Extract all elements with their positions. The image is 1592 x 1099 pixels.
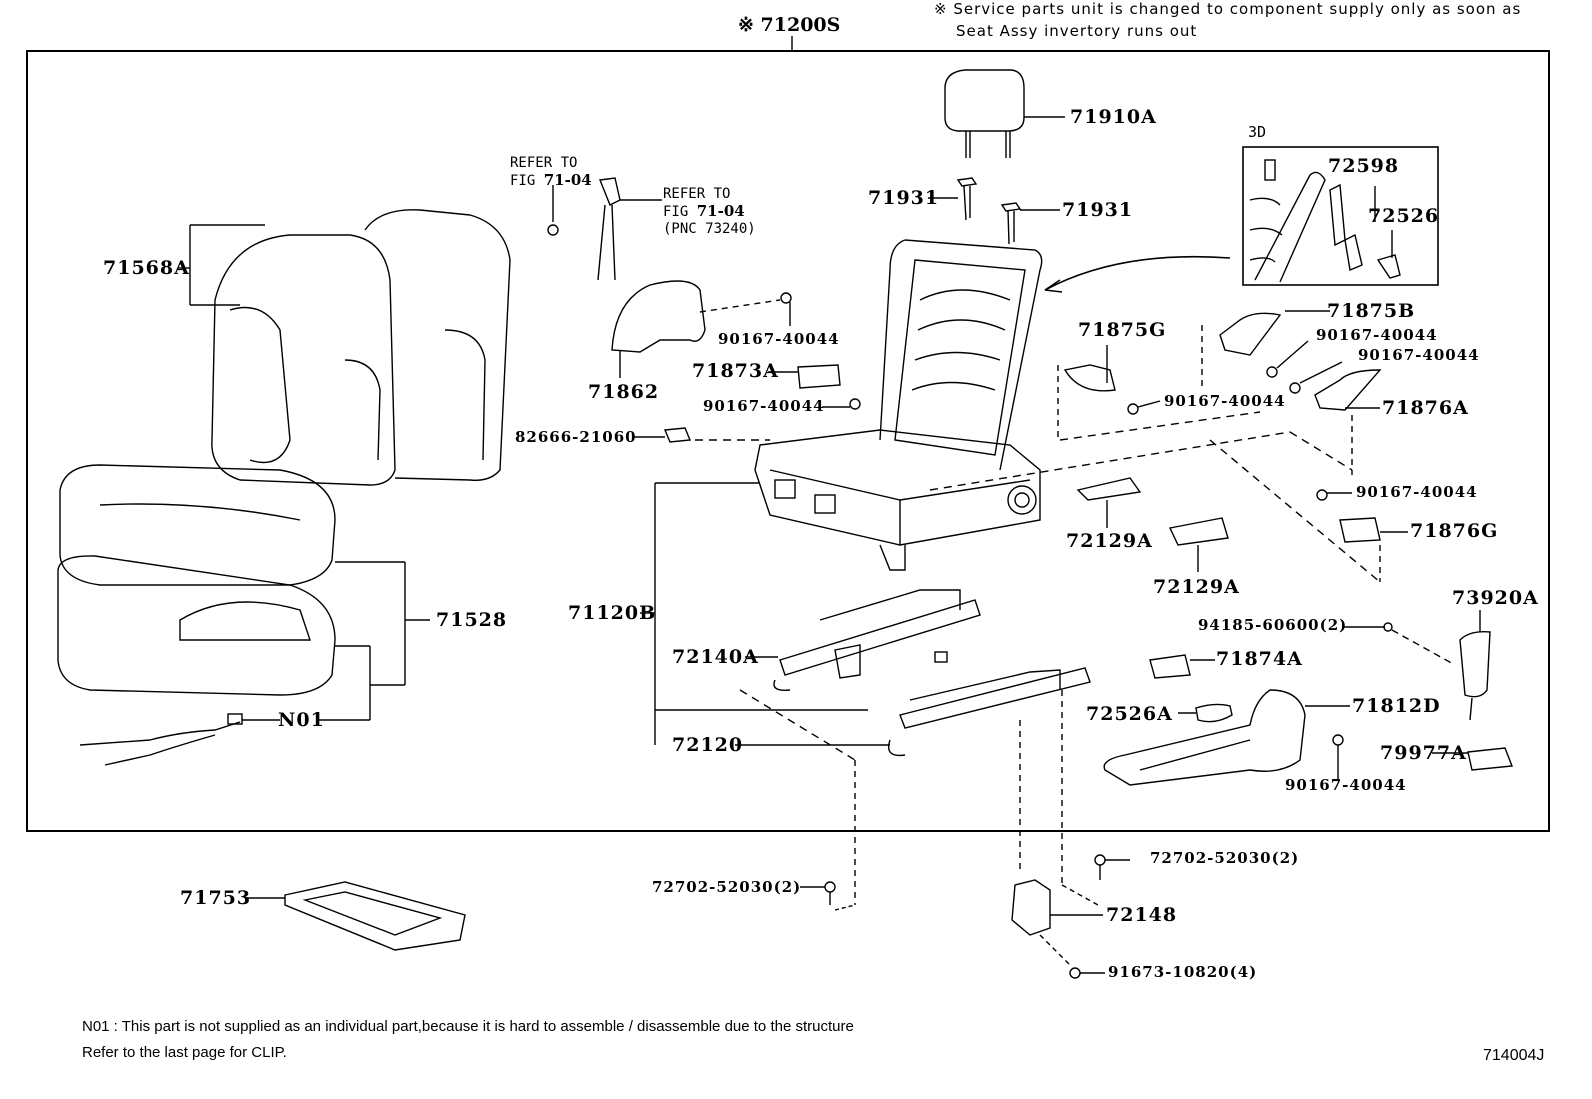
figure-id: 714004J xyxy=(1483,1047,1545,1064)
refer-left-line1: REFER TO xyxy=(510,155,578,171)
refer-right-prefix: FIG xyxy=(663,204,697,220)
part-callout[interactable]: 71876A xyxy=(1382,397,1469,419)
part-callout[interactable]: N01 xyxy=(278,709,325,731)
seatback-cover-drawing xyxy=(178,209,511,486)
headrest-support-drawing xyxy=(928,177,1060,245)
service-note: ※ Service parts unit is changed to compo… xyxy=(934,0,1521,42)
part-callout[interactable]: 82666-21060 xyxy=(515,428,637,446)
part-callout[interactable]: 71876G xyxy=(1410,520,1499,542)
part-callout[interactable]: 71120B xyxy=(568,602,657,624)
part-callout[interactable]: 71568A xyxy=(103,257,190,279)
headrest-drawing xyxy=(944,69,1065,158)
part-callout[interactable]: 71931 xyxy=(1062,199,1134,221)
refer-to-fig-left[interactable]: REFER TO FIG 71-04 xyxy=(510,155,592,190)
part-callout[interactable]: 71910A xyxy=(1070,106,1157,128)
part-callout[interactable]: 90167-40044 xyxy=(718,330,840,348)
seat-frame-drawing xyxy=(655,239,1231,571)
refer-left-prefix: FIG xyxy=(510,173,544,189)
bracket-71873A-drawing xyxy=(632,364,861,443)
refer-right-fig-link[interactable]: 71-04 xyxy=(696,202,745,220)
part-callout[interactable]: 72702-52030(2) xyxy=(1150,849,1300,867)
part-callout[interactable]: 72702-52030(2) xyxy=(652,878,802,896)
part-callout[interactable]: 71753 xyxy=(180,887,252,909)
part-callout[interactable]: 91673-10820(4) xyxy=(1108,963,1258,981)
part-callout[interactable]: 72148 xyxy=(1106,904,1178,926)
part-callout[interactable]: 71874A xyxy=(1216,648,1303,670)
part-callout[interactable]: 72120 xyxy=(672,734,744,756)
part-callout[interactable]: 71875B xyxy=(1327,300,1416,322)
seat-track-drawing xyxy=(640,483,1091,905)
footnote-n01: N01 : This part is not supplied as an in… xyxy=(82,1018,854,1035)
inset-3d-drawing xyxy=(1242,146,1439,286)
part-callout[interactable]: 79977A xyxy=(1380,742,1467,764)
refer-to-fig-right[interactable]: REFER TO FIG 71-04 (PNC 73240) xyxy=(663,186,756,238)
right-side-brackets-drawing xyxy=(929,310,1408,583)
part-callout[interactable]: 90167-40044 xyxy=(1356,483,1478,501)
cover-72129A-drawing xyxy=(1076,477,1229,572)
service-note-line-2: Seat Assy invertory runs out xyxy=(956,22,1198,40)
seat-cushion-drawing xyxy=(57,464,430,720)
part-callout[interactable]: 90167-40044 xyxy=(703,397,825,415)
part-callout[interactable]: 94185-60600(2) xyxy=(1198,616,1348,634)
part-callout[interactable]: 71812D xyxy=(1352,695,1441,717)
part-callout[interactable]: 72526 xyxy=(1368,205,1440,227)
part-callout[interactable]: 72129A xyxy=(1153,576,1240,598)
part-callout[interactable]: 90167-40044 xyxy=(1358,346,1480,364)
recliner-lever-drawing xyxy=(1103,610,1513,786)
part-callout[interactable]: 90167-40044 xyxy=(1164,392,1286,410)
part-callout[interactable]: 73920A xyxy=(1452,587,1539,609)
part-callout[interactable]: 72526A xyxy=(1086,703,1173,725)
part-callout[interactable]: 72129A xyxy=(1066,530,1153,552)
part-callout[interactable]: 71873A xyxy=(692,360,779,382)
part-callout[interactable]: 71862 xyxy=(588,381,660,403)
part-callout[interactable]: 72598 xyxy=(1328,155,1400,177)
service-note-line-1: ※ Service parts unit is changed to compo… xyxy=(934,0,1522,18)
part-callout[interactable]: 71528 xyxy=(436,609,508,631)
part-callout[interactable]: 90167-40044 xyxy=(1285,776,1407,794)
part-callout[interactable]: 71931 xyxy=(868,187,940,209)
lower-parts-drawing xyxy=(245,854,1130,979)
assembly-frame xyxy=(26,50,1550,832)
refer-left-fig-link[interactable]: 71-04 xyxy=(543,171,592,189)
footnote-clip: Refer to the last page for CLIP. xyxy=(82,1044,287,1061)
wire-harness-drawing xyxy=(79,713,370,766)
part-callout[interactable]: 72140A xyxy=(672,646,759,668)
side-cover-71862-drawing xyxy=(547,177,792,378)
refer-right-pnc: (PNC 73240) xyxy=(663,221,756,237)
inset-label: 3D xyxy=(1248,123,1267,141)
assembly-label: ※ 71200S xyxy=(738,14,841,36)
part-callout[interactable]: 90167-40044 xyxy=(1316,326,1438,344)
part-callout[interactable]: 71875G xyxy=(1078,319,1167,341)
refer-right-line1: REFER TO xyxy=(663,186,731,202)
